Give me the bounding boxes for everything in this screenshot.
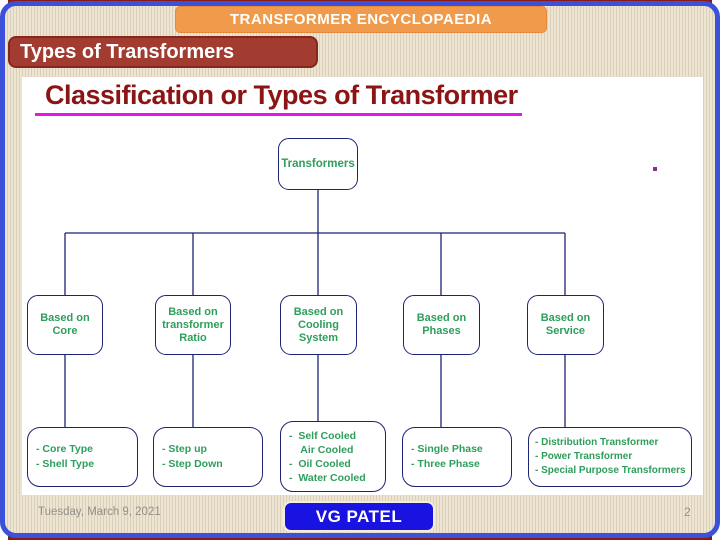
- leaf-line: - Distribution Transformer: [535, 437, 659, 448]
- subtitle-label: Types of Transformers: [20, 40, 235, 63]
- leaf-line: - Core Type: [36, 443, 93, 455]
- leaf-line: - Water Cooled: [289, 471, 366, 484]
- leaf-node-service: - Distribution Transformer - Power Trans…: [528, 427, 692, 487]
- banner-label: TRANSFORMER ENCYCLOPAEDIA: [229, 11, 493, 28]
- presenter-badge: VG PATEL: [283, 501, 435, 532]
- leaf-line: - Oil Cooled: [289, 457, 351, 470]
- leaf-node-ratio: - Step up - Step Down: [153, 427, 263, 487]
- branch-node-ratio: Based on transformer Ratio: [155, 295, 231, 355]
- leaf-line: - Power Transformer: [535, 451, 633, 462]
- leaf-node-cooling: - Self Cooled Air Cooled - Oil Cooled - …: [280, 421, 386, 492]
- leaf-line: - Single Phase: [411, 443, 483, 455]
- leaf-line: - Step Down: [162, 458, 223, 470]
- presenter-name: VG PATEL: [315, 506, 403, 526]
- leaf-line: - Three Phase: [411, 458, 480, 470]
- leaf-line: - Special Purpose Transformers: [535, 465, 686, 476]
- stray-dot: [653, 167, 657, 171]
- footer-date: Tuesday, March 9, 2021: [38, 506, 161, 518]
- branch-node-cooling: Based on Cooling System: [280, 295, 357, 355]
- page-number: 2: [684, 505, 691, 519]
- branch-node-service: Based on Service: [527, 295, 604, 355]
- tree-root-node: Transformers: [278, 138, 358, 190]
- leaf-node-core: - Core Type - Shell Type: [27, 427, 138, 487]
- leaf-line: Air Cooled: [289, 443, 354, 456]
- branch-node-phases: Based on Phases: [403, 295, 480, 355]
- subtitle-box: Types of Transformers: [8, 36, 318, 68]
- leaf-line: - Step up: [162, 443, 207, 455]
- root-label: Transformers: [281, 158, 355, 170]
- leaf-line: - Shell Type: [36, 458, 95, 470]
- leaf-line: - Self Cooled: [289, 429, 357, 442]
- branch-node-core: Based on Core: [27, 295, 103, 355]
- leaf-node-phases: - Single Phase - Three Phase: [402, 427, 512, 487]
- page-title: Classification or Types of Transformer: [35, 80, 522, 116]
- title-banner: TRANSFORMER ENCYCLOPAEDIA: [175, 6, 547, 33]
